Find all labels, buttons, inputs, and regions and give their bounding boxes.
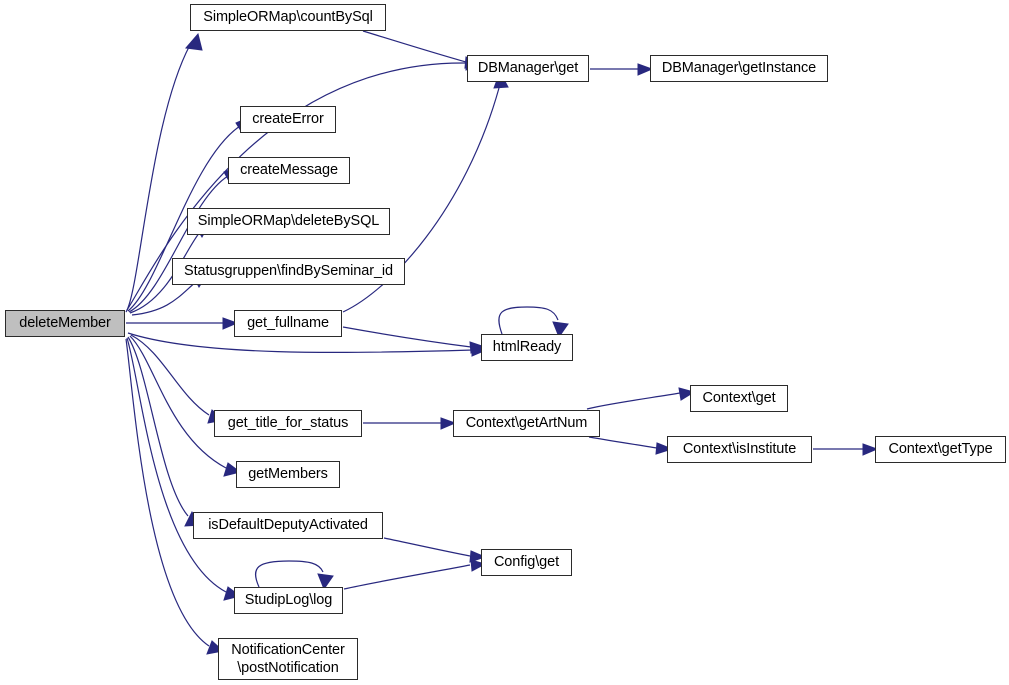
node-contextGet[interactable]: Context\get xyxy=(690,385,788,412)
node-contextIsInstitute[interactable]: Context\isInstitute xyxy=(667,436,812,463)
edge-countBySql-to-dbmanagerGet xyxy=(362,30,467,63)
edge-htmlReady-to-htmlReady xyxy=(498,306,559,335)
node-getFullname[interactable]: get_fullname xyxy=(234,310,342,337)
edge-deleteMember-to-isDefaultDeputyActivated xyxy=(127,336,189,517)
node-findBySeminarId[interactable]: Statusgruppen\findBySeminar_id xyxy=(172,258,405,285)
edge-deleteMember-to-postNotification xyxy=(125,338,210,647)
node-countBySql[interactable]: SimpleORMap\countBySql xyxy=(190,4,386,31)
edge-deleteMember-to-getTitleForStatus xyxy=(130,334,210,416)
node-createMessage[interactable]: createMessage xyxy=(228,157,350,184)
edge-contextGetArtNum-to-contextIsInstitute xyxy=(588,436,658,449)
edge-deleteMember-to-findBySeminarId xyxy=(131,280,198,316)
node-postNotification[interactable]: NotificationCenter \postNotification xyxy=(218,638,358,680)
node-configGet[interactable]: Config\get xyxy=(481,549,572,576)
node-deleteMember[interactable]: deleteMember xyxy=(5,310,125,337)
node-studipLogLog[interactable]: StudipLog\log xyxy=(234,587,343,614)
edge-isDefaultDeputyActivated-to-configGet xyxy=(383,537,471,557)
edge-deleteMember-to-createMessage xyxy=(128,175,229,313)
arrowhead-deleteMember-to-countBySql xyxy=(185,32,203,51)
node-dbmanagerGet[interactable]: DBManager\get xyxy=(467,55,589,82)
edge-studipLogLog-to-configGet xyxy=(343,564,471,590)
node-htmlReady[interactable]: htmlReady xyxy=(481,334,573,361)
edge-studipLogLog-to-studipLogLog xyxy=(254,560,324,588)
node-contextGetArtNum[interactable]: Context\getArtNum xyxy=(453,410,600,437)
node-createError[interactable]: createError xyxy=(240,106,336,133)
node-deleteBySQL[interactable]: SimpleORMap\deleteBySQL xyxy=(187,208,390,235)
edge-deleteMember-to-getMembers xyxy=(129,335,227,469)
edge-deleteMember-to-studipLogLog xyxy=(126,337,227,593)
node-dbmanagerGetInstance[interactable]: DBManager\getInstance xyxy=(650,55,828,82)
edge-getFullname-to-htmlReady xyxy=(342,326,472,348)
node-isDefaultDeputyActivated[interactable]: isDefaultDeputyActivated xyxy=(193,512,383,539)
node-getTitleForStatus[interactable]: get_title_for_status xyxy=(214,410,362,437)
node-contextGetType[interactable]: Context\getType xyxy=(875,436,1006,463)
edge-contextGetArtNum-to-contextGet xyxy=(586,392,681,410)
node-getMembers[interactable]: getMembers xyxy=(236,461,340,488)
